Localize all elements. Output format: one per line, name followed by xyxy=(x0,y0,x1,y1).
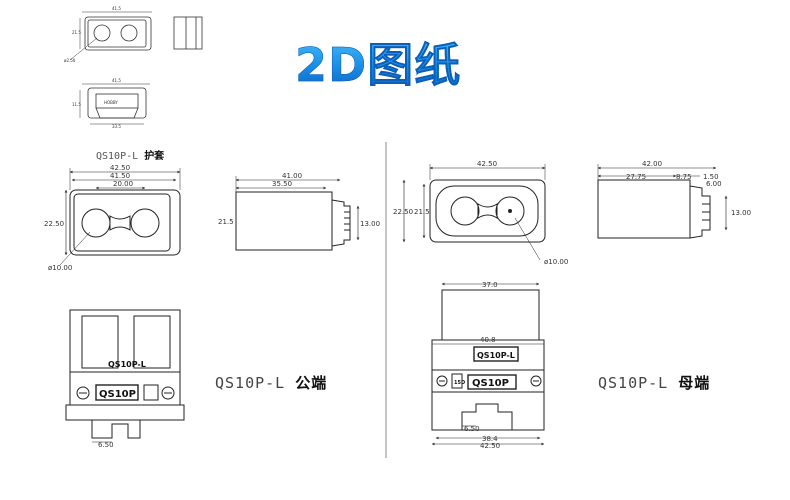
female-side-dim-d4: 6.00 xyxy=(706,180,722,188)
female-dim-hole: ø10.00 xyxy=(544,258,568,266)
female-side-dim-d3: 1.50 xyxy=(703,173,719,181)
female-side-dim-w1: 42.00 xyxy=(642,160,662,168)
female-bottom-dim-pin: 6.50 xyxy=(464,425,480,433)
female-bottom-view xyxy=(431,282,545,446)
cover-dim-hole: ø10.00 xyxy=(48,264,72,272)
cover-dim-w2: 41.50 xyxy=(110,172,130,180)
female-dim-h1: 22.50 xyxy=(393,208,413,216)
female-bottom-dim-mid: 40.8 xyxy=(480,336,496,344)
thumb-top-dim: 41.5 xyxy=(112,6,121,11)
female-bottom-dim-w2: 42.50 xyxy=(480,442,500,450)
thumb-bottom-width-dim: 33.5 xyxy=(112,124,121,129)
thumb-side-dim: 21.5 xyxy=(72,30,81,35)
female-caption-cn: 母端 xyxy=(678,374,711,392)
cover-side-dim-h: 21.5 xyxy=(218,218,234,226)
female-label-top: QS10P-L xyxy=(477,351,515,360)
cover-side-dim-w2: 35.50 xyxy=(272,180,292,188)
cover-dim-w1: 42.50 xyxy=(110,164,130,172)
cover-dim-h: 22.50 xyxy=(44,220,64,228)
female-front-view xyxy=(402,164,546,261)
thumb-bottom-top-dim: 41.5 xyxy=(112,78,121,83)
page-title-text: 2D图纸 xyxy=(295,29,461,95)
female-bottom-dim-top: 37.0 xyxy=(482,281,498,289)
female-side-dim-tail: 13.00 xyxy=(731,209,751,217)
female-bottom-dim-w1: 38.4 xyxy=(482,435,498,443)
cover-front-view xyxy=(59,168,181,266)
cover-caption-code: QS10P-L xyxy=(96,151,139,162)
thumb-bottom-label: HOBBY xyxy=(104,100,118,105)
thumb-front-view xyxy=(69,11,152,61)
cover-side-view xyxy=(235,176,360,251)
cover-caption: QS10P-L 护套 xyxy=(96,147,164,162)
thumb-side-view xyxy=(173,16,203,50)
female-side-dim-d1: 27.75 xyxy=(626,173,646,181)
cover-caption-cn: 护套 xyxy=(144,151,165,162)
cover-side-dim-w1: 41.00 xyxy=(282,172,302,180)
thumb-bottom-side-dim: 11.5 xyxy=(72,102,81,107)
female-dim-h2: 21.5 xyxy=(414,208,430,216)
female-side-badge: 15D xyxy=(454,380,465,386)
male-label-bottom: QS10P xyxy=(99,389,136,400)
page-title: 2D图纸 xyxy=(295,29,461,95)
male-caption-code: QS10P-L xyxy=(215,374,286,392)
male-label-top: QS10P-L xyxy=(108,360,146,369)
male-caption-cn: 公端 xyxy=(295,374,328,392)
male-pin-dim: 6.50 xyxy=(98,441,114,449)
cover-side-dim-tail: 13.00 xyxy=(360,220,380,228)
cover-dim-w3: 20.00 xyxy=(113,180,133,188)
female-caption: QS10P-L 母端 xyxy=(598,372,710,393)
thumb-bottom-view xyxy=(79,83,150,125)
male-bottom-view xyxy=(65,309,185,443)
female-side-dim-d2: 8.75 xyxy=(676,173,692,181)
female-caption-code: QS10P-L xyxy=(598,374,669,392)
female-side-view xyxy=(597,164,728,239)
thumb-hole-dim: ø2.50 xyxy=(64,58,76,63)
female-dim-w: 42.50 xyxy=(477,160,497,168)
male-caption: QS10P-L 公端 xyxy=(215,372,327,393)
female-label-bottom: QS10P xyxy=(472,378,509,389)
